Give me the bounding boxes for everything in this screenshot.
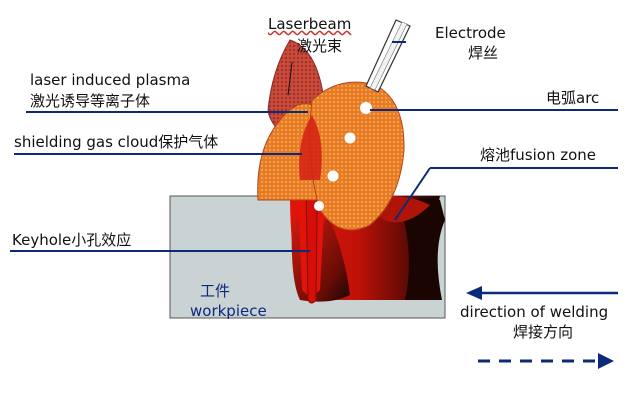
- pointer-fusion: [394, 167, 431, 221]
- droplet-3: [327, 170, 339, 182]
- electrode-label-en: Electrode: [435, 24, 506, 42]
- laserbeam-label-en: Laserbeam: [268, 15, 352, 33]
- fusion-label: 熔池fusion zone: [480, 146, 597, 164]
- keyhole-label: Keyhole小孔效应: [12, 231, 132, 249]
- droplet-1: [360, 102, 372, 114]
- shield-label: shielding gas cloud保护气体: [14, 133, 219, 151]
- direction-label-cn: 焊接方向: [513, 323, 574, 341]
- droplet-4: [314, 201, 324, 211]
- plasma-plume: [299, 115, 322, 180]
- arc-label: 电弧arc: [546, 89, 600, 107]
- electrode: [365, 19, 411, 93]
- direction-arrow-solid: [466, 286, 618, 300]
- droplet-2: [344, 132, 356, 144]
- laserbeam-label-cn: 激光束: [297, 37, 343, 55]
- direction-arrow-dashed: [478, 353, 614, 369]
- melt-edge: [400, 198, 445, 300]
- plasma-label-cn: 激光诱导等离子体: [30, 92, 151, 110]
- electrode-label-cn: 焊丝: [468, 44, 499, 62]
- workpiece-label-en: workpiece: [190, 302, 267, 320]
- plasma-label-en: laser induced plasma: [30, 71, 191, 89]
- direction-label-en: direction of welding: [460, 303, 609, 321]
- workpiece-label-cn: 工件: [200, 282, 231, 300]
- pointer-laserbeam: [287, 61, 293, 96]
